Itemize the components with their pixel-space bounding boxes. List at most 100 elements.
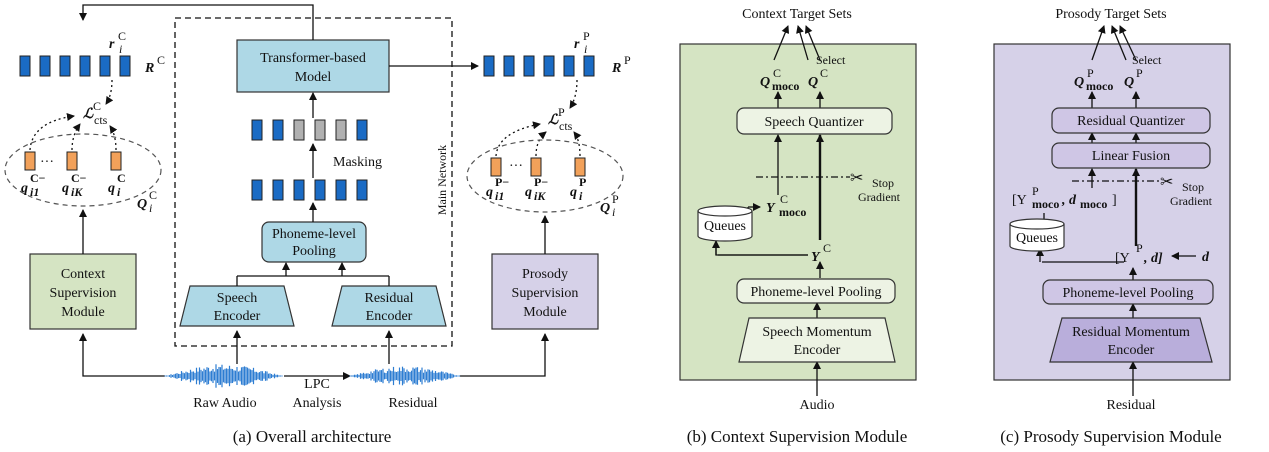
- svg-text:moco: moco: [1032, 197, 1059, 211]
- svg-text:q: q: [108, 181, 115, 196]
- query-token: [66, 151, 78, 171]
- svg-text:Q: Q: [808, 75, 818, 90]
- lpc-label-line2: Analysis: [293, 396, 342, 411]
- svg-text:P−: P−: [534, 175, 548, 189]
- masking-label: Masking: [333, 155, 382, 170]
- residual-encoder-line2: Encoder: [366, 309, 413, 324]
- prosody-q-moco: Q moco P: [1074, 66, 1113, 93]
- svg-text:C: C: [149, 188, 157, 202]
- prosody-pooling-box: [1042, 279, 1214, 305]
- main-network-arrows: [79, 4, 479, 286]
- svg-text:q: q: [62, 181, 69, 196]
- query-token: [530, 157, 542, 177]
- prosody-target-token: [523, 55, 535, 77]
- panel-a: Main Network Transformer-based Model Mas…: [4, 4, 631, 446]
- caption-a: (a) Overall architecture: [233, 427, 392, 446]
- residual-quantizer-box: [1051, 107, 1211, 134]
- svg-text:C−: C−: [71, 171, 87, 185]
- svg-text:C: C: [780, 192, 788, 206]
- transformer-label-line2: Model: [295, 70, 332, 85]
- caption-c: (c) Prosody Supervision Module: [1000, 427, 1221, 446]
- svg-text:P: P: [558, 105, 565, 119]
- pooling-box: [261, 221, 367, 263]
- prosody-target-title: Prosody Target Sets: [1055, 7, 1166, 22]
- q-c-labels: q i1 C− q iK C− q i C Q i C: [21, 171, 157, 215]
- masked-token: [293, 119, 305, 141]
- speech-momentum-line2: Encoder: [794, 343, 841, 358]
- prosody-module-box: [491, 253, 599, 330]
- residual-momentum-line2: Encoder: [1108, 343, 1155, 358]
- pooled-token: [272, 179, 284, 201]
- masked-token: [314, 119, 326, 141]
- prosody-target-token-row: [483, 55, 595, 77]
- svg-text:Y: Y: [766, 201, 776, 216]
- prosody-queues-label: Queues: [1016, 231, 1058, 246]
- context-stop-line2: Gradient: [858, 190, 901, 204]
- pooled-token: [251, 179, 263, 201]
- svg-text:P: P: [583, 29, 590, 43]
- residual-encoder-line1: Residual: [365, 291, 414, 306]
- prosody-stop-line1: Stop: [1182, 180, 1204, 194]
- svg-text:ℒ: ℒ: [83, 107, 94, 122]
- context-module-line3: Module: [61, 305, 105, 320]
- svg-text:C: C: [118, 29, 126, 43]
- svg-text:C: C: [823, 241, 831, 255]
- prosody-pooling-label: Phoneme-level Pooling: [1062, 286, 1193, 301]
- r-p-label: r i P: [574, 29, 590, 56]
- svg-text:moco: moco: [1086, 79, 1113, 93]
- svg-text:C: C: [157, 53, 165, 67]
- svg-text:Q: Q: [1124, 75, 1134, 90]
- svg-text:P: P: [1032, 184, 1039, 198]
- context-target-token: [19, 55, 31, 77]
- svg-text:[Y: [Y: [1115, 251, 1130, 266]
- pooled-token: [335, 179, 347, 201]
- masked-token: [251, 119, 263, 141]
- svg-text:C: C: [93, 99, 101, 113]
- svg-text:q: q: [486, 185, 493, 200]
- r-c-label: r i C: [109, 29, 126, 56]
- svg-text:moco: moco: [779, 205, 806, 219]
- prosody-select-arrows: [1088, 25, 1140, 143]
- svg-text:P: P: [1087, 66, 1094, 80]
- big-r-p-label: R P: [611, 53, 631, 76]
- speech-momentum-encoder-shape: [738, 317, 896, 363]
- svg-text:i: i: [117, 185, 121, 199]
- speech-encoder-line2: Encoder: [214, 309, 261, 324]
- big-r-c-label: R C: [144, 53, 165, 76]
- context-y-moco: Y moco C: [766, 192, 806, 219]
- context-stop-line1: Stop: [872, 176, 894, 190]
- qc-ellipsis: ···: [40, 155, 54, 170]
- svg-text:i1: i1: [30, 185, 39, 199]
- prosody-module-line3: Module: [523, 305, 567, 320]
- context-pooling-box: [736, 278, 896, 304]
- speech-quantizer-label: Speech Quantizer: [764, 115, 863, 130]
- masked-token: [356, 119, 368, 141]
- prosody-input-label: Residual: [1107, 398, 1156, 413]
- context-target-token-row: [19, 55, 131, 77]
- svg-text:P−: P−: [495, 175, 509, 189]
- context-queues-cylinder: [697, 205, 753, 242]
- svg-text:Q: Q: [600, 201, 610, 216]
- residual-label: Residual: [389, 396, 438, 411]
- prosody-d-label: d: [1202, 250, 1210, 265]
- svg-text:Y: Y: [811, 250, 821, 265]
- prosody-target-token: [483, 55, 495, 77]
- prosody-stop-line2: Gradient: [1170, 194, 1213, 208]
- prosody-target-token: [563, 55, 575, 77]
- residual-encoder-shape: [331, 285, 447, 327]
- context-target-token: [119, 55, 131, 77]
- pooled-token: [314, 179, 326, 201]
- residual-momentum-line1: Residual Momentum: [1072, 325, 1190, 340]
- masked-token: [272, 119, 284, 141]
- residual-momentum-encoder-shape: [1049, 317, 1213, 363]
- raw-audio-label: Raw Audio: [193, 396, 256, 411]
- svg-text:q: q: [570, 185, 577, 200]
- residual-waveform: [349, 366, 461, 386]
- svg-text:]: ]: [1112, 193, 1117, 208]
- loss-c-label: ℒ cts C: [83, 99, 108, 127]
- context-target-token: [99, 55, 111, 77]
- prosody-queues-cylinder: [1009, 218, 1065, 252]
- context-negatives-ellipse: [4, 133, 162, 207]
- loss-p-label: ℒ cts P: [548, 105, 573, 133]
